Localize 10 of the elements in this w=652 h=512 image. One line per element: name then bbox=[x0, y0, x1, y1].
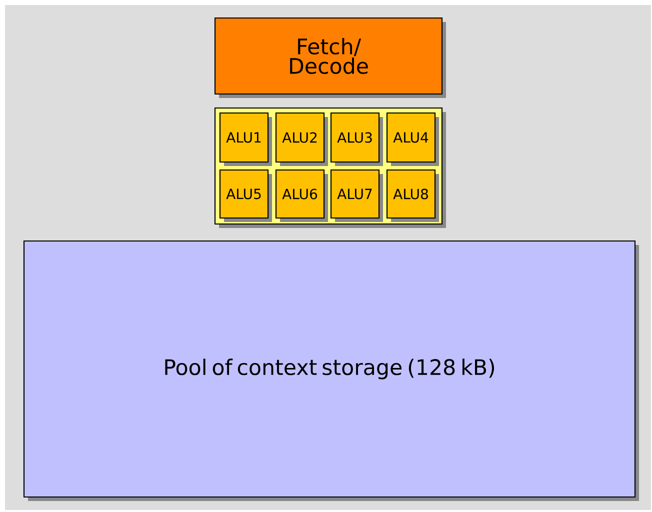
alu-box: ALU4 bbox=[386, 112, 439, 166]
alu-box: ALU3 bbox=[330, 112, 383, 166]
alu-box: ALU7 bbox=[330, 169, 383, 222]
alu-box: ALU6 bbox=[275, 169, 328, 222]
fetch-decode-box: Fetch/ Decode bbox=[214, 17, 446, 98]
alu-box: ALU1 bbox=[219, 112, 272, 166]
alu-box: ALU8 bbox=[386, 169, 439, 222]
alu-box: ALU5 bbox=[219, 169, 272, 222]
context-storage-box: Pool of context storage (128 kB) bbox=[23, 240, 639, 501]
alu-box: ALU2 bbox=[275, 112, 328, 166]
